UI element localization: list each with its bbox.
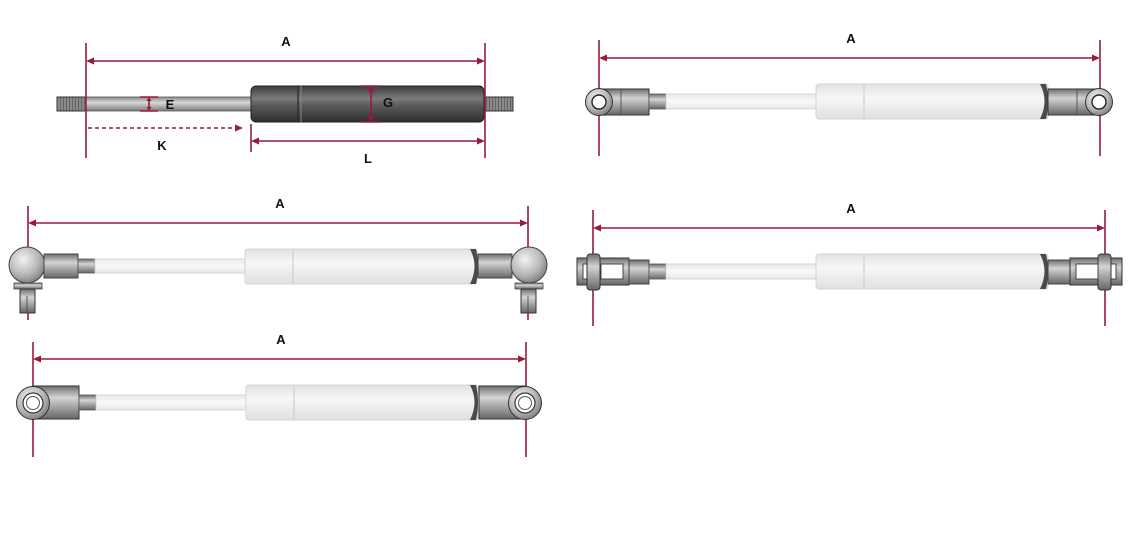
drawing-eyelet-ends: A [16,332,542,457]
label-A: A [846,31,856,46]
drawing-basic: A E G K L [56,34,514,166]
label-E: E [166,97,175,112]
label-L: L [364,151,372,166]
drawing-clevis-ends: A [576,201,1123,326]
cylinder [250,85,485,123]
label-A: A [281,34,291,49]
label-A: A [276,332,286,347]
label-G: G [383,95,393,110]
drawing-eye-ends: A [585,31,1113,156]
drawing-ball-socket: A [8,196,548,320]
thread-left [56,96,88,112]
label-A: A [846,201,856,216]
thread-right [483,96,514,112]
label-A: A [275,196,285,211]
label-K: K [157,138,167,153]
